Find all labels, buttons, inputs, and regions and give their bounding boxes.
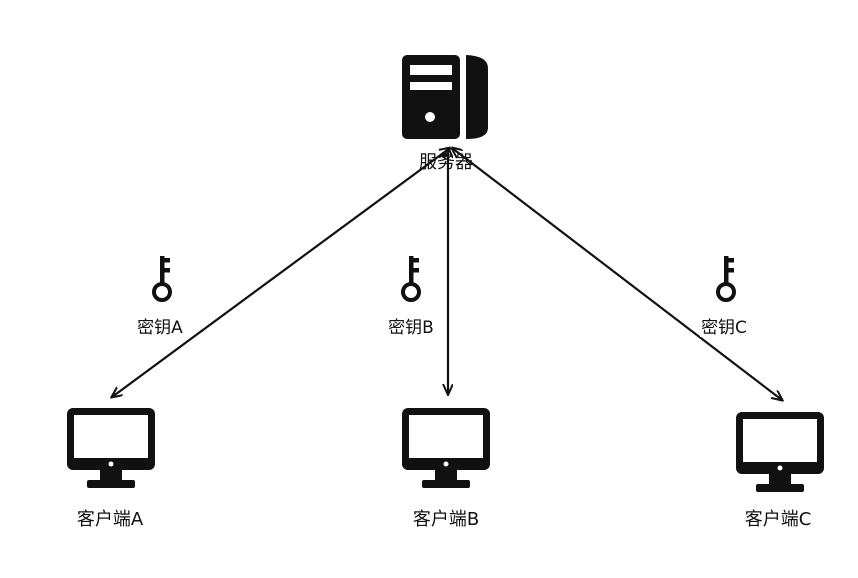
key-label-b: 密钥B: [387, 318, 435, 338]
key-icon: [401, 256, 421, 302]
client-label-c: 客户端C: [744, 509, 812, 530]
client-label-a: 客户端A: [76, 509, 144, 530]
key-label-a: 密钥A: [136, 318, 184, 338]
monitor-icon: [736, 412, 824, 492]
server-icon: [402, 55, 488, 139]
connection-arrow-a: [112, 148, 450, 397]
key-label-c: 密钥C: [700, 318, 748, 338]
connection-arrow-c: [452, 148, 782, 400]
client-label-b: 客户端B: [412, 509, 480, 530]
server-label: 服务器: [419, 152, 473, 173]
key-icon: [716, 256, 736, 302]
monitor-icon: [402, 408, 490, 488]
monitor-icon: [67, 408, 155, 488]
key-icon: [152, 256, 172, 302]
